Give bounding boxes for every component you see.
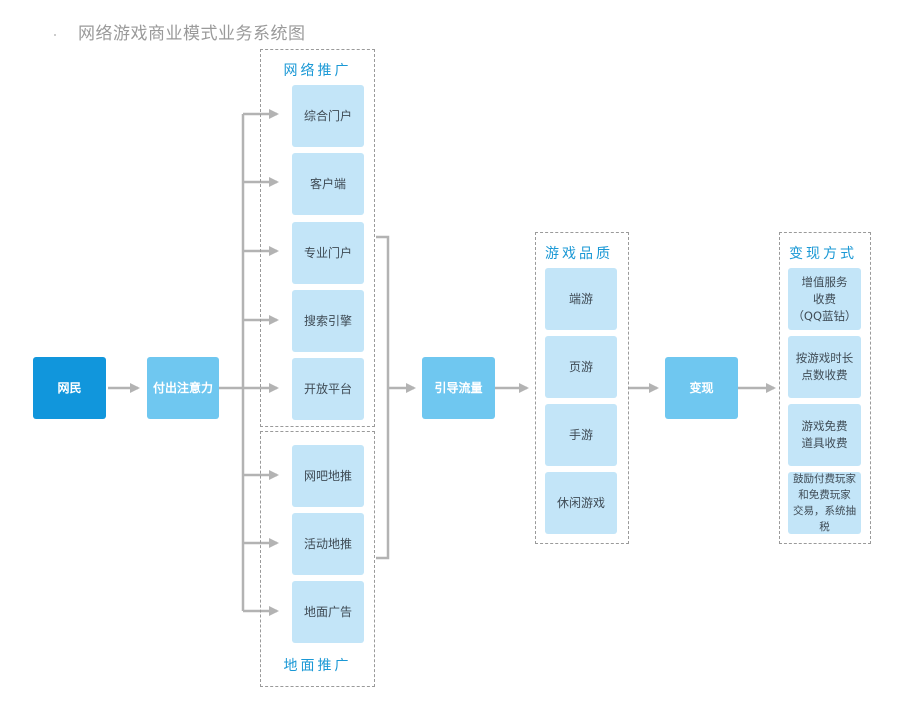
group-online-promotion: [260, 49, 375, 427]
revenue-item: 游戏免费 道具收费: [788, 404, 861, 466]
quality-item: 端游: [545, 268, 617, 330]
group-ground-label: 地面推广: [283, 658, 352, 674]
node-traffic: 引导流量: [422, 357, 495, 419]
revenue-item: 按游戏时长 点数收费: [788, 336, 861, 398]
revenue-item: 增值服务 收费 （QQ蓝钻）: [788, 268, 861, 330]
online-item: 综合门户: [292, 85, 364, 147]
ground-item: 网吧地推: [292, 445, 364, 507]
group-online-label: 网络推广: [283, 63, 352, 79]
quality-item: 页游: [545, 336, 617, 398]
revenue-item: 鼓励付费玩家 和免费玩家 交易，系统抽税: [788, 472, 861, 534]
group-quality-label: 游戏品质: [545, 246, 613, 262]
line-merge-bracket: [376, 235, 390, 560]
online-item: 客户端: [292, 153, 364, 215]
online-item: 开放平台: [292, 358, 364, 420]
quality-item: 休闲游戏: [545, 472, 617, 534]
online-item: 搜索引擎: [292, 290, 364, 352]
online-item: 专业门户: [292, 222, 364, 284]
node-attention: 付出注意力: [147, 357, 219, 419]
ground-item: 活动地推: [292, 513, 364, 575]
group-ground-promotion: [260, 431, 375, 687]
group-revenue-methods: [779, 232, 871, 544]
group-game-quality: [535, 232, 629, 544]
group-revenue-label: 变现方式: [789, 246, 857, 262]
node-netizen: 网民: [33, 357, 106, 419]
ground-item: 地面广告: [292, 581, 364, 643]
quality-item: 手游: [545, 404, 617, 466]
decorative-dot: [54, 34, 56, 36]
node-monetize: 变现: [665, 357, 738, 419]
page-title: 网络游戏商业模式业务系统图: [78, 24, 306, 44]
